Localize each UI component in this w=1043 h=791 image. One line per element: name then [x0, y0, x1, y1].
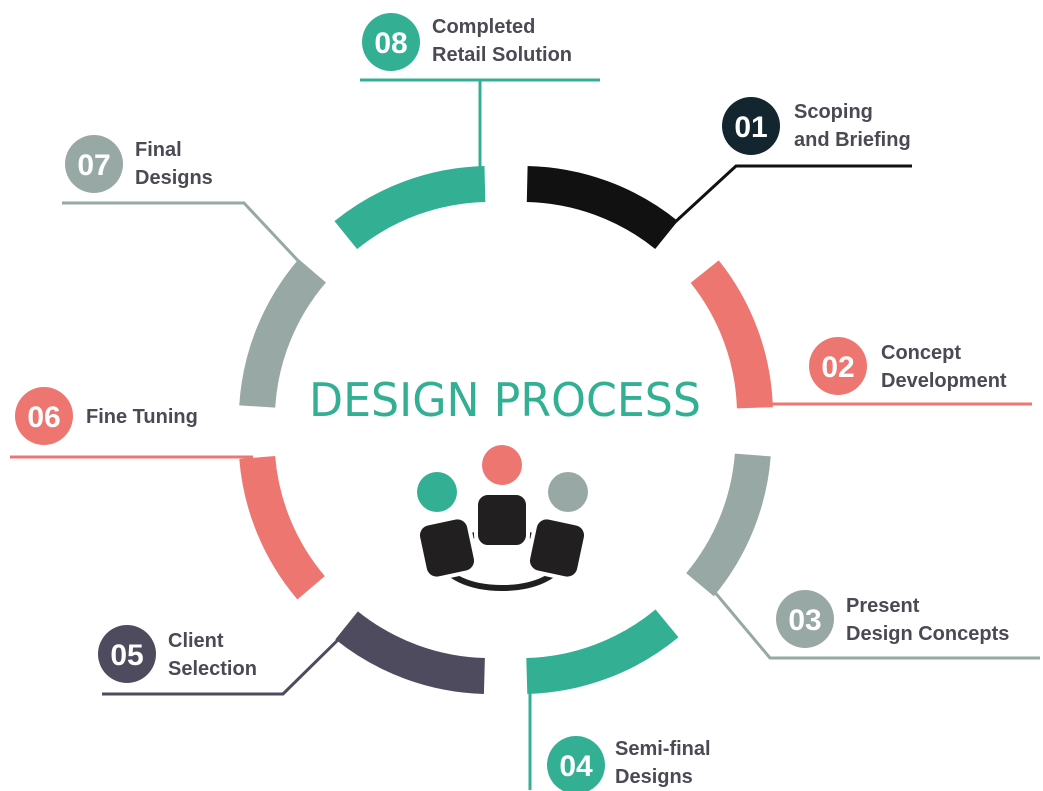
person-body-right — [525, 515, 589, 581]
step-label-line-2: Designs — [615, 766, 693, 788]
step-label-line-2: Designs — [135, 167, 213, 189]
step-label-line-2: Development — [881, 370, 1007, 392]
step-03: 03 Present Design Concepts — [776, 590, 1009, 648]
person-head-salmon — [482, 445, 522, 485]
ring-segment-06 — [239, 455, 326, 600]
connector-08 — [360, 78, 600, 175]
connector-07 — [62, 201, 305, 268]
ring-segment-07 — [239, 259, 327, 408]
ring-segment-08 — [334, 166, 486, 250]
person-head-teal — [417, 472, 457, 512]
step-label-line-1: Scoping — [794, 101, 873, 123]
step-number: 08 — [374, 27, 407, 60]
step-label-line-1: Final — [135, 139, 182, 161]
step-number-badge — [362, 13, 420, 71]
team-meeting-icon — [415, 445, 589, 591]
person-head-gray — [548, 472, 588, 512]
ring-segment-01 — [526, 166, 678, 250]
ring-segment-04 — [525, 609, 679, 694]
ring-segment-03 — [685, 453, 771, 597]
step-label-line-1: Semi-final — [615, 738, 711, 760]
step-number: 04 — [559, 750, 593, 783]
center-title: DESIGN PROCESS — [309, 373, 701, 427]
connector-03 — [711, 589, 1040, 660]
process-ring — [239, 166, 773, 694]
step-number: 06 — [27, 401, 60, 434]
step-label-line-2: Retail Solution — [432, 44, 572, 66]
step-number: 01 — [734, 111, 767, 144]
step-04: 04 Semi-final Designs — [547, 736, 711, 791]
step-number-badge — [722, 97, 780, 155]
step-number: 05 — [110, 639, 143, 672]
step-02: 02 Concept Development — [809, 337, 1007, 395]
step-number-badge — [547, 736, 605, 791]
step-label-line-1: Fine Tuning — [86, 406, 198, 428]
step-label-line-2: Design Concepts — [846, 623, 1009, 645]
step-number-badge — [15, 387, 73, 445]
step-06: 06 Fine Tuning — [15, 387, 198, 445]
step-number: 07 — [77, 149, 110, 182]
step-label-line-1: Present — [846, 595, 920, 617]
step-number-badge — [65, 135, 123, 193]
connector-01 — [671, 164, 912, 226]
step-label-line-2: Selection — [168, 658, 257, 680]
step-number: 03 — [788, 604, 821, 637]
person-body-center — [474, 491, 530, 549]
step-08: 08 Completed Retail Solution — [362, 13, 572, 71]
step-number-badge — [98, 625, 156, 683]
ring-segment-02 — [690, 260, 773, 409]
person-body-left — [415, 515, 479, 581]
step-label-line-1: Client — [168, 630, 224, 652]
connector-05 — [102, 630, 348, 696]
step-label-line-1: Concept — [881, 342, 961, 364]
step-07: 07 Final Designs — [65, 135, 213, 193]
connectors — [10, 78, 1040, 790]
step-01: 01 Scoping and Briefing — [722, 97, 911, 155]
step-number: 02 — [821, 351, 854, 384]
step-number-badge — [776, 590, 834, 648]
step-05: 05 Client Selection — [98, 625, 257, 683]
step-number-badge — [809, 337, 867, 395]
step-label-line-1: Completed — [432, 16, 535, 38]
step-label-line-2: and Briefing — [794, 129, 911, 151]
ring-segment-05 — [335, 611, 486, 694]
